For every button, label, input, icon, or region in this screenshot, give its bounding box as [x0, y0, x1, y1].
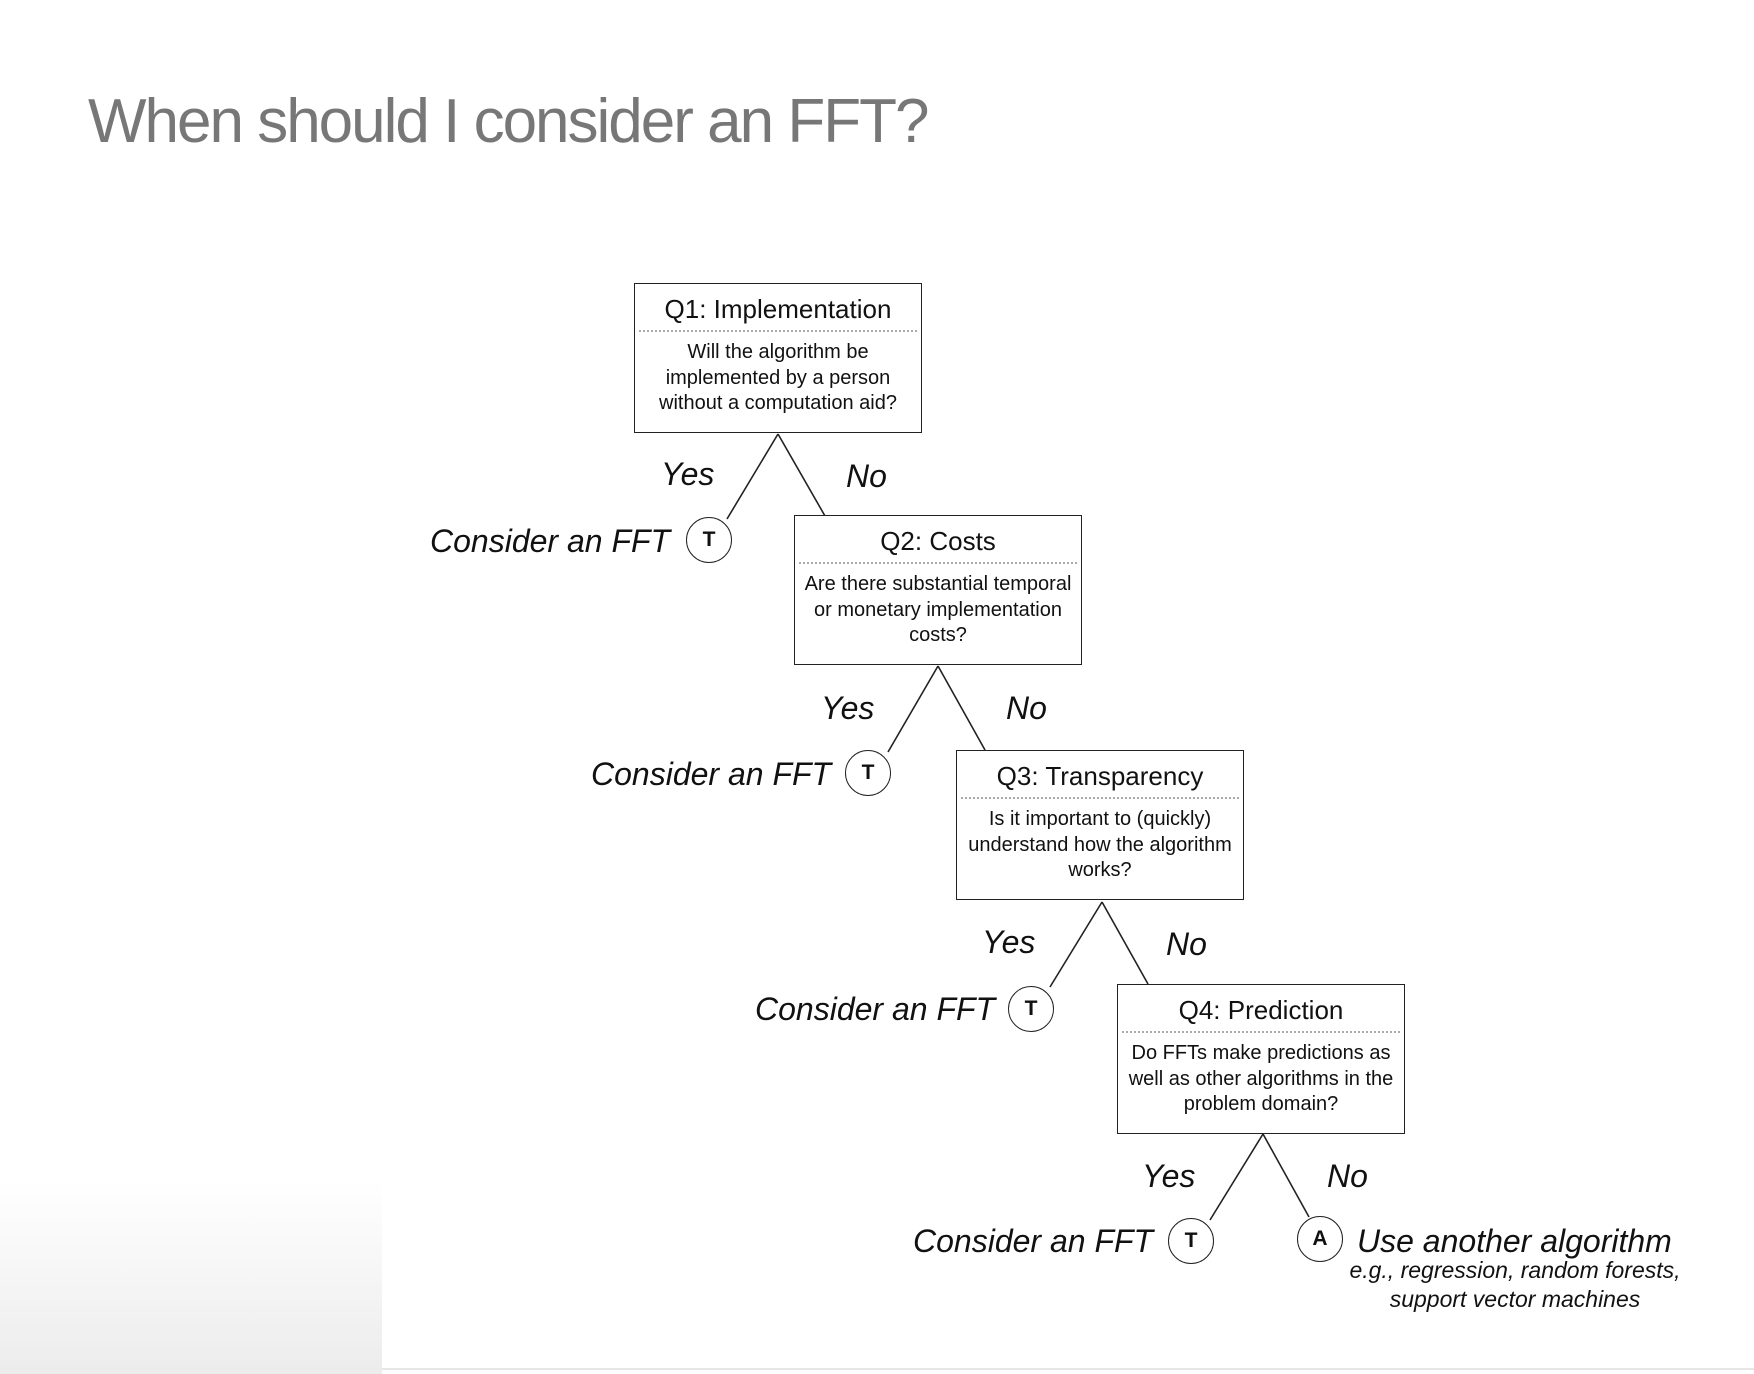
edge-q2-no — [937, 665, 986, 751]
question-heading: Q3: Transparency — [961, 751, 1239, 799]
question-text: Is it important to (quickly) understand … — [968, 808, 1232, 881]
leaf-label-use-another-algorithm: Use another algorithm — [1357, 1223, 1672, 1259]
fft-leaf-node: T — [1008, 986, 1054, 1032]
edge-q1-no — [777, 433, 826, 517]
question-box-q1: Q1: Implementation Will the algorithm be… — [634, 283, 922, 433]
corner-shading — [0, 1180, 382, 1374]
question-text: Do FFTs make predictions as well as othe… — [1128, 1042, 1394, 1115]
question-text: Will the algorithm be implemented by a p… — [659, 341, 897, 414]
fft-leaf-node: T — [845, 750, 891, 796]
edge-q4-yes — [1209, 1133, 1264, 1221]
branch-label-q2-no: No — [1006, 690, 1047, 726]
question-heading: Q4: Prediction — [1122, 985, 1400, 1033]
branch-label-q1-no: No — [846, 458, 887, 494]
question-heading: Q1: Implementation — [639, 284, 917, 332]
question-heading: Q2: Costs — [799, 516, 1077, 564]
edge-q4-no — [1262, 1133, 1310, 1218]
alternative-examples: e.g., regression, random forests, suppor… — [1349, 1257, 1681, 1312]
fft-leaf-node: T — [686, 517, 732, 563]
leaf-label-consider-fft: Consider an FFT — [430, 523, 671, 559]
branch-label-q3-yes: Yes — [982, 924, 1036, 960]
leaf-label-consider-fft: Consider an FFT — [913, 1223, 1154, 1259]
edge-q3-no — [1101, 901, 1149, 985]
alternative-leaf-node: A — [1297, 1216, 1343, 1262]
branch-label-q2-yes: Yes — [821, 690, 875, 726]
page-title: When should I consider an FFT? — [88, 87, 929, 156]
bottom-border — [382, 1368, 1754, 1370]
fft-leaf-node: T — [1168, 1218, 1214, 1264]
leaf-label-consider-fft: Consider an FFT — [591, 756, 832, 792]
edge-q2-yes — [887, 665, 939, 753]
branch-label-q4-no: No — [1327, 1158, 1368, 1194]
question-text: Are there substantial temporal or moneta… — [804, 573, 1072, 646]
question-box-q2: Q2: Costs Are there substantial temporal… — [794, 515, 1082, 665]
branch-label-q1-yes: Yes — [661, 456, 715, 492]
edge-q3-yes — [1049, 901, 1103, 988]
question-box-q3: Q3: Transparency Is it important to (qui… — [956, 750, 1244, 900]
branch-label-q4-yes: Yes — [1142, 1158, 1196, 1194]
branch-label-q3-no: No — [1166, 926, 1207, 962]
question-box-q4: Q4: Prediction Do FFTs make predictions … — [1117, 984, 1405, 1134]
leaf-label-consider-fft: Consider an FFT — [755, 991, 996, 1027]
edge-q1-yes — [726, 433, 779, 520]
